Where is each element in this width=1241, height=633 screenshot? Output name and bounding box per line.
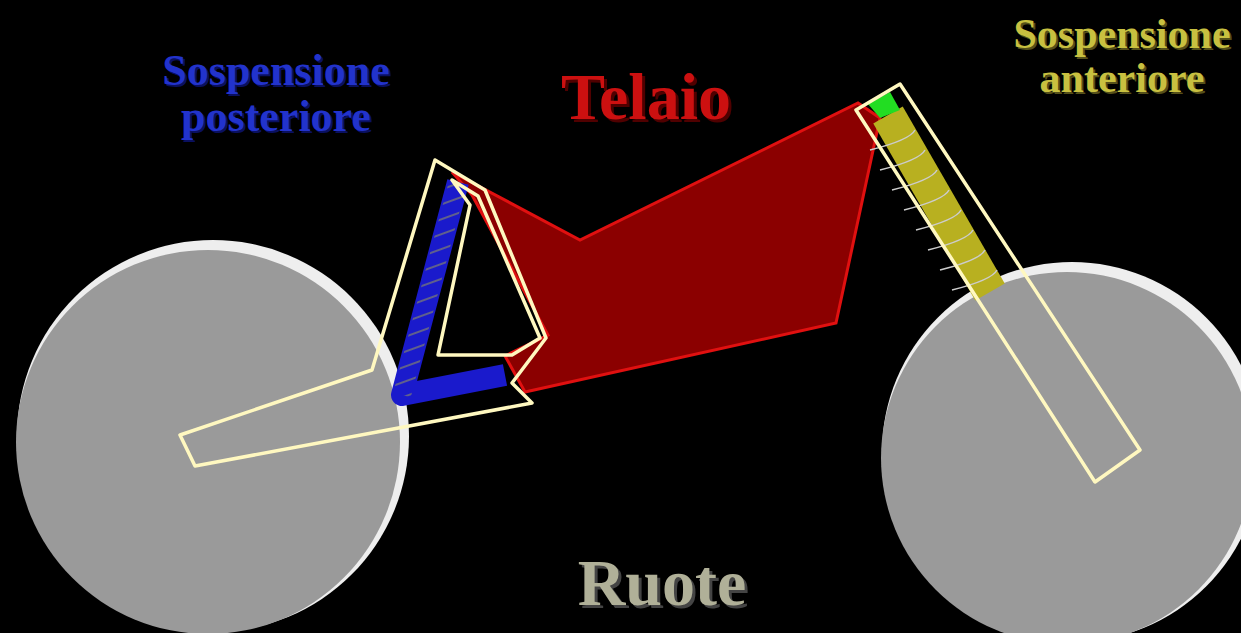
front-wheel: [881, 262, 1241, 633]
part-label: Telaio: [516, 62, 776, 131]
part-label: Sospensione posteriore: [151, 48, 401, 140]
part-label: Sospensione anteriore: [1009, 12, 1235, 100]
part-label: Ruote: [532, 548, 792, 617]
frame: [452, 103, 880, 392]
fork: [856, 84, 1140, 482]
swingarm: [180, 160, 546, 466]
